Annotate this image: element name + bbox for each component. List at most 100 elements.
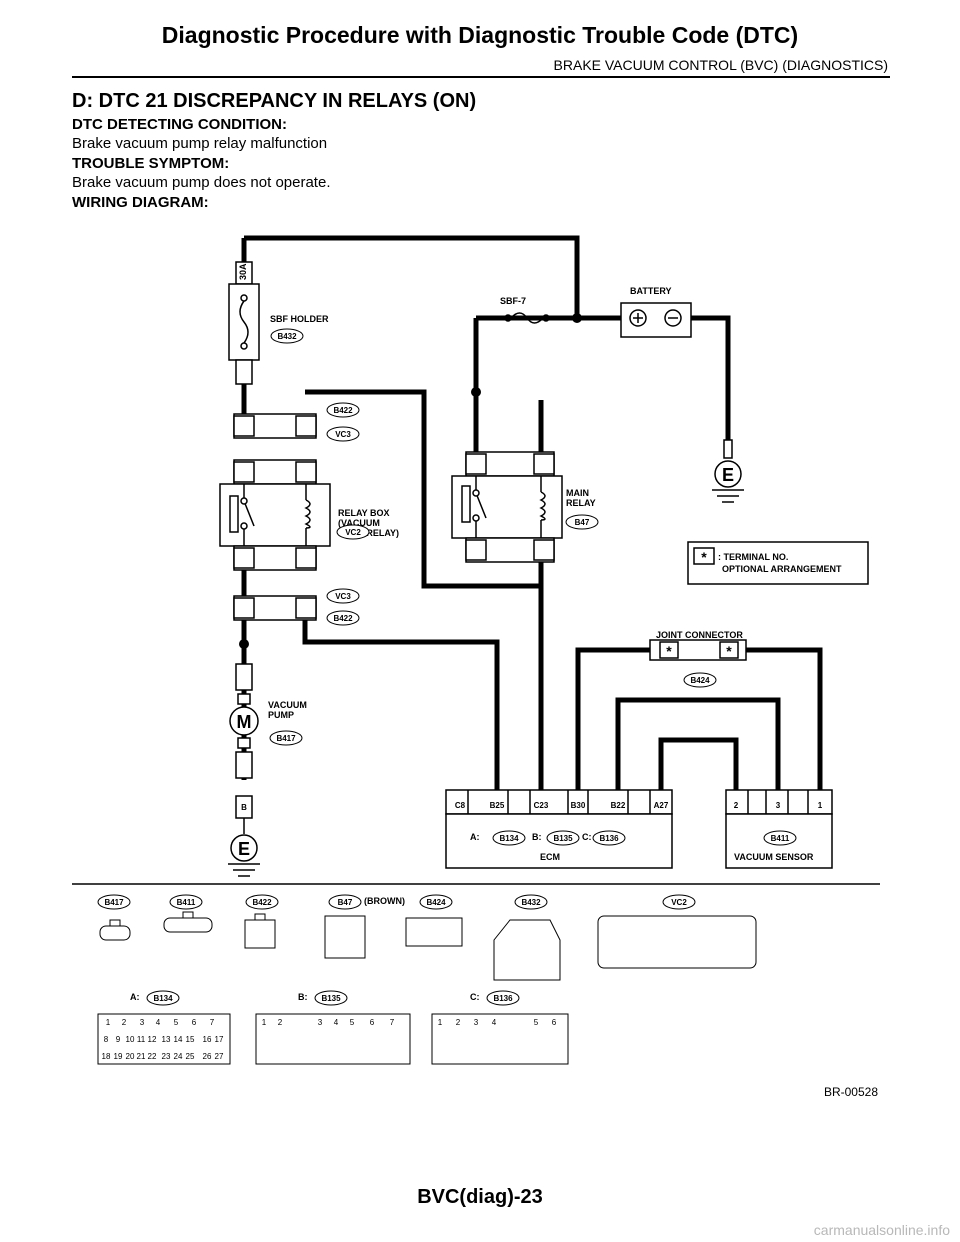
- svg-text:4: 4: [156, 1018, 161, 1027]
- header-rule: [72, 76, 890, 78]
- svg-text:JOINT CONNECTOR: JOINT CONNECTOR: [656, 630, 743, 640]
- page-subtitle: BRAKE VACUUM CONTROL (BVC) (DIAGNOSTICS): [553, 57, 888, 73]
- svg-text:9: 9: [116, 1035, 121, 1044]
- svg-text:5: 5: [350, 1018, 355, 1027]
- svg-text:4: 4: [492, 1018, 497, 1027]
- svg-text:B417: B417: [276, 734, 296, 743]
- svg-text:2: 2: [734, 801, 739, 810]
- svg-text:BATTERY: BATTERY: [630, 286, 672, 296]
- svg-text:5: 5: [534, 1018, 539, 1027]
- svg-text:7: 7: [210, 1018, 215, 1027]
- svg-text:B134: B134: [153, 994, 173, 1003]
- svg-text:B424: B424: [690, 676, 710, 685]
- symptom-text: Brake vacuum pump does not operate.: [72, 174, 331, 191]
- svg-text:15: 15: [186, 1035, 195, 1044]
- condition-text: Brake vacuum pump relay malfunction: [72, 135, 328, 152]
- svg-text:B22: B22: [611, 801, 626, 810]
- svg-text:1: 1: [438, 1018, 443, 1027]
- vc3-connector-top: [233, 413, 317, 439]
- svg-text:B47: B47: [575, 518, 590, 527]
- svg-text:: TERMINAL NO.: : TERMINAL NO.: [718, 552, 788, 562]
- svg-text:10: 10: [126, 1035, 135, 1044]
- symbol-letters: M E E: [237, 465, 735, 859]
- svg-text:2: 2: [278, 1018, 283, 1027]
- svg-text:SBF HOLDER: SBF HOLDER: [270, 314, 329, 324]
- svg-text:B47: B47: [338, 898, 353, 907]
- fuse-30a: [239, 294, 249, 350]
- connector-faces: [97, 911, 757, 1065]
- svg-text:B30: B30: [571, 801, 586, 810]
- svg-text:2: 2: [122, 1018, 127, 1027]
- battery-symbol: [620, 302, 692, 338]
- svg-text:VC3: VC3: [335, 592, 351, 601]
- svg-text:B432: B432: [277, 332, 297, 341]
- watermark: carmanualsonline.info: [813, 1222, 950, 1238]
- connector-id-pills: B432 B422 VC3 VC2 VC3 B422 B47 B424 B417…: [97, 328, 797, 1006]
- svg-text:6: 6: [370, 1018, 375, 1027]
- svg-text:VACUUM: VACUUM: [268, 700, 307, 710]
- svg-text:C23: C23: [534, 801, 549, 810]
- svg-text:VC2: VC2: [345, 528, 361, 537]
- svg-text:VC2: VC2: [671, 898, 687, 907]
- svg-text:8: 8: [104, 1035, 109, 1044]
- svg-text:23: 23: [162, 1052, 171, 1061]
- svg-text:1: 1: [262, 1018, 267, 1027]
- svg-text:20: 20: [126, 1052, 135, 1061]
- svg-text:25: 25: [186, 1052, 195, 1061]
- svg-text:B136: B136: [493, 994, 513, 1003]
- vc2-connector-top: [233, 459, 317, 485]
- svg-text:OPTIONAL ARRANGEMENT: OPTIONAL ARRANGEMENT: [722, 564, 842, 574]
- svg-text:B417: B417: [104, 898, 124, 907]
- svg-text:RELAY: RELAY: [566, 498, 596, 508]
- ground-right: [712, 439, 744, 503]
- wiring-label: WIRING DIAGRAM:: [72, 194, 209, 211]
- svg-text:ECM: ECM: [540, 852, 560, 862]
- svg-text:B432: B432: [521, 898, 541, 907]
- svg-text:B25: B25: [490, 801, 505, 810]
- svg-text:*: *: [666, 643, 672, 659]
- main-relay: [451, 451, 563, 563]
- joint-connector: [649, 639, 747, 661]
- svg-text:B:: B:: [532, 832, 542, 842]
- svg-text:19: 19: [114, 1052, 123, 1061]
- svg-text:11: 11: [137, 1035, 146, 1044]
- figure-code: BR-00528: [823, 1085, 878, 1099]
- svg-text:B422: B422: [333, 614, 353, 623]
- svg-text:E: E: [238, 839, 250, 859]
- svg-text:(VACUUM: (VACUUM: [338, 518, 380, 528]
- splices: [239, 313, 582, 649]
- section-title: D: DTC 21 DISCREPANCY IN RELAYS (ON): [72, 90, 477, 112]
- relay-box: [219, 483, 331, 547]
- svg-text:3: 3: [140, 1018, 145, 1027]
- svg-text:22: 22: [148, 1052, 157, 1061]
- svg-text:A27: A27: [654, 801, 669, 810]
- svg-text:B411: B411: [177, 898, 196, 907]
- svg-text:B: B: [241, 803, 247, 812]
- sbf-holder: [228, 261, 260, 385]
- svg-text:C:: C:: [582, 832, 592, 842]
- svg-text:16: 16: [203, 1035, 212, 1044]
- svg-text:SBF-7: SBF-7: [500, 296, 526, 306]
- svg-text:12: 12: [148, 1035, 157, 1044]
- svg-text:B135: B135: [553, 834, 573, 843]
- svg-text:C:: C:: [470, 992, 480, 1002]
- svg-text:A:: A:: [130, 992, 140, 1002]
- svg-text:3: 3: [776, 801, 781, 810]
- svg-text:21: 21: [137, 1052, 146, 1061]
- svg-text:B422: B422: [252, 898, 272, 907]
- svg-text:26: 26: [203, 1052, 212, 1061]
- sbf-7-fuse: [504, 312, 550, 324]
- svg-text:18: 18: [102, 1052, 111, 1061]
- svg-text:13: 13: [162, 1035, 171, 1044]
- svg-text:B135: B135: [321, 994, 341, 1003]
- svg-text:2: 2: [456, 1018, 461, 1027]
- svg-text:RELAY BOX: RELAY BOX: [338, 508, 390, 518]
- svg-text:6: 6: [192, 1018, 197, 1027]
- svg-text:1: 1: [818, 801, 823, 810]
- vc2-connector-bottom: [233, 545, 317, 571]
- svg-text:B411: B411: [771, 834, 790, 843]
- ecm-pin-labels: C8 B25 C23 B30 B22 A27 2 3 1 B: [241, 801, 823, 812]
- svg-text:*: *: [701, 549, 707, 565]
- star-marks: * * *: [666, 549, 732, 659]
